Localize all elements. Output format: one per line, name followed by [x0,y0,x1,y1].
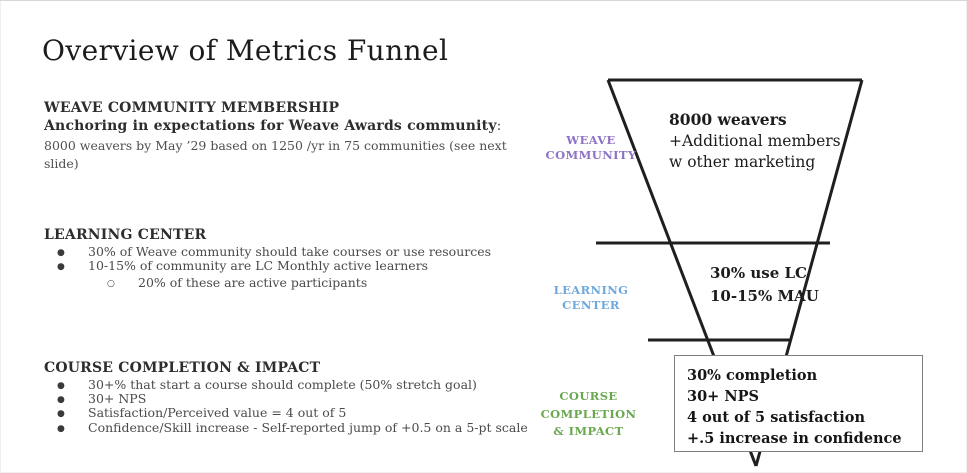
note-line: 10-15% MAU [710,286,819,305]
metrics-box-line: 4 out of 5 satisfaction [687,409,866,426]
bullet-text: 10-15% of community are LC Monthly activ… [88,258,429,274]
stage-label-line: & IMPACT [553,424,624,438]
course-metrics-box: 30% completion 30+ NPS 4 out of 5 satisf… [674,355,923,452]
bullet-text: Confidence/Skill increase - Self-reporte… [88,419,528,435]
bullet-text: 30+ NPS [88,391,147,407]
stage-label-line: COMMUNITY [545,147,637,162]
metrics-box-line: +.5 increase in confidence [687,430,902,447]
section-body-text: 8000 weavers by May ’29 based on 1250 /y… [44,138,507,171]
note-line: 30% use LC [710,264,807,282]
subheading-bold-text: Anchoring in expectations for Weave Awar… [44,118,497,134]
note-line: +Additional members [669,131,841,150]
list-item-sub: ○ 20% of these are active participants [44,274,544,290]
list-item: ● 30+ NPS [44,392,544,406]
stage-label-learning-center: LEARNING CENTER [536,283,646,313]
list-item: ● 10-15% of community are LC Monthly acti… [44,259,544,273]
section-heading: LEARNING CENTER [44,227,207,243]
slide-title: Overview of Metrics Funnel [42,34,449,67]
bullet-text: Satisfaction/Perceived value = 4 out of … [88,405,347,421]
section-subheading: Anchoring in expectations for Weave Awar… [44,117,544,136]
filled-bullet-icon: ● [57,248,65,258]
section-weave-community-membership: WEAVE COMMUNITY MEMBERSHIP Anchoring in … [44,99,544,173]
learning-center-bullet-list: ● 30% of Weave community should take cour… [44,244,544,290]
hollow-bullet-icon: ○ [107,278,115,289]
stage-label-line: WEAVE [566,133,616,147]
course-completion-bullet-list: ● 30+% that start a course should complet… [44,377,544,435]
bullet-text: 20% of these are active participants [138,274,368,290]
stage-label-line: COURSE [559,389,618,403]
metrics-box-line: 30% completion [687,367,818,384]
note-line: w other marketing [669,153,816,171]
section-course-completion-impact: COURSE COMPLETION & IMPACT ● 30+% that st… [44,359,544,435]
subheading-colon: : [496,118,502,134]
weave-stage-note: 8000 weavers +Additional members w other… [669,109,841,174]
list-item: ● 30+% that start a course should complet… [44,377,544,392]
list-item: ● Confidence/Skill increase - Self-report… [44,419,544,435]
section-heading: WEAVE COMMUNITY MEMBERSHIP [44,100,340,116]
filled-bullet-icon: ● [57,395,65,406]
filled-bullet-icon: ● [57,423,65,434]
metrics-box-line: 30+ NPS [687,388,760,405]
bullet-text: 30% of Weave community should take cours… [88,244,492,259]
stage-label-weave-community: WEAVE COMMUNITY [536,133,646,163]
section-heading: COURSE COMPLETION & IMPACT [44,360,321,376]
bullet-text: 30+% that start a course should complete… [88,377,477,392]
stage-label-line: LEARNING [553,283,629,297]
learning-stage-note: 30% use LC 10-15% MAU [710,262,819,307]
filled-bullet-icon: ● [57,262,65,273]
list-item: ● 30% of Weave community should take cour… [44,244,544,259]
note-line: 8000 weavers [669,110,787,129]
stage-label-course-completion: COURSE COMPLETION & IMPACT [531,388,646,441]
stage-label-line: COMPLETION [540,406,637,421]
stage-label-line: CENTER [562,297,620,312]
filled-bullet-icon: ● [57,381,65,391]
list-item: ● Satisfaction/Perceived value = 4 out of… [44,406,544,420]
section-learning-center: LEARNING CENTER ● 30% of Weave community … [44,226,544,290]
filled-bullet-icon: ● [57,409,65,420]
